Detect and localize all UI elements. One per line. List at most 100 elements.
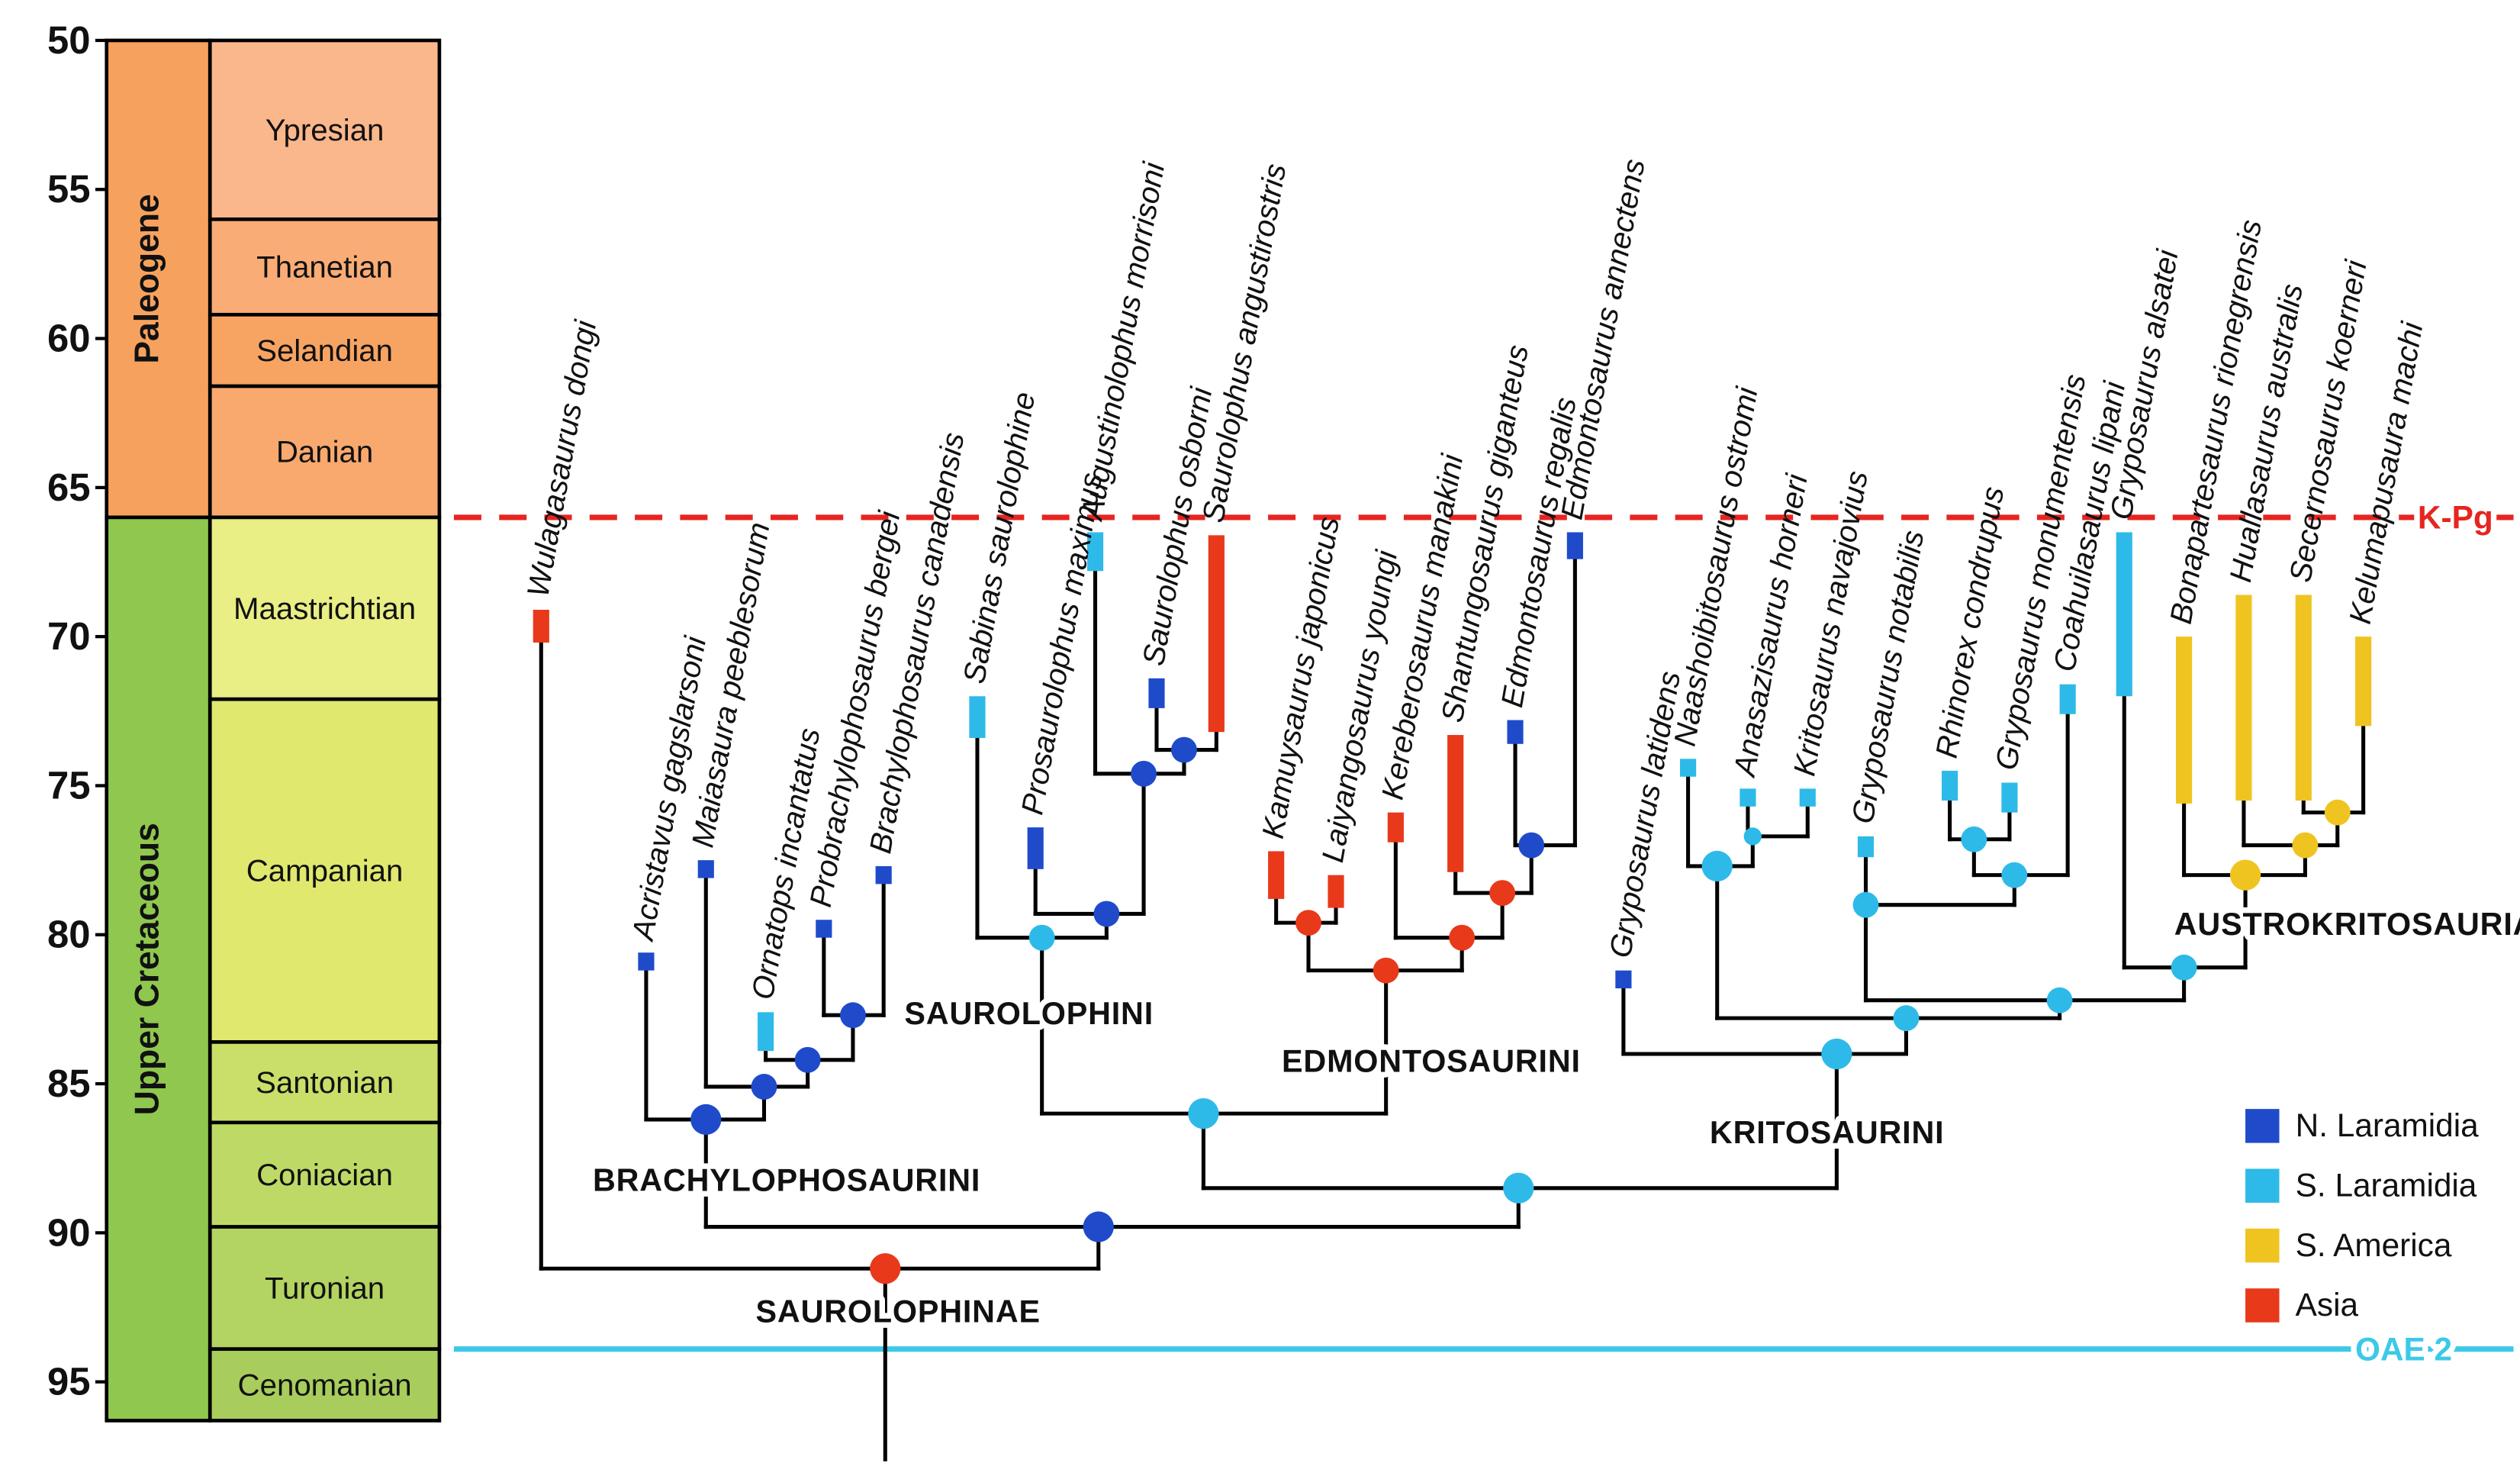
stage-label: Santonian	[256, 1065, 394, 1100]
stage-label: Selandian	[256, 334, 393, 368]
tree-node	[1701, 850, 1733, 882]
taxon-range-bar	[816, 920, 832, 938]
taxon-range-bar	[969, 696, 986, 738]
taxon-range-bar	[1566, 532, 1583, 559]
taxon-range-bar	[2235, 595, 2252, 801]
tree-node	[1489, 880, 1516, 907]
tree-nodes	[690, 736, 2351, 1284]
taxon-label: Edmontosaurus annectens	[1554, 156, 1651, 522]
tree-node	[1093, 901, 1120, 927]
stage-label: Ypresian	[266, 113, 385, 147]
clade-label: BRACHYLOPHOSAURINI	[593, 1163, 980, 1198]
tree-node	[1083, 1211, 1114, 1242]
stage-label: Campanian	[246, 854, 404, 888]
age-tick-label: 50	[47, 18, 91, 62]
stage-label: Maastrichtian	[233, 591, 416, 626]
legend-label: S. Laramidia	[2296, 1167, 2477, 1203]
taxon-label: Wulagasaurus dongi	[520, 317, 603, 600]
taxon-range-bar	[2176, 636, 2193, 804]
taxon-range-bar	[2001, 782, 2018, 813]
tree-node	[2324, 799, 2351, 826]
taxon-range-bar	[697, 860, 714, 878]
taxon-range-bar	[1680, 759, 1697, 777]
stage-box	[208, 1347, 442, 1423]
taxon-label: Augustinolophus morrisoni	[1074, 159, 1171, 524]
taxon-range-bar	[533, 610, 549, 643]
taxon-range-bar	[1942, 770, 1958, 801]
stage-label: Danian	[276, 435, 373, 469]
age-tick-label: 60	[47, 316, 91, 359]
taxon-range-bar	[1447, 735, 1464, 872]
tree-node	[1518, 832, 1545, 859]
clade-label: SAUROLOPHINI	[904, 996, 1154, 1031]
taxon-range-bar	[1268, 851, 1285, 899]
taxon-range-bar	[1615, 970, 1632, 989]
tree-branches	[539, 557, 2366, 1461]
taxon-range-bar	[2295, 595, 2312, 801]
taxon-label: Sabinas saurolophine	[957, 389, 1041, 686]
taxon-label: Kelumapusaura machi	[2343, 319, 2430, 627]
tree-node	[1131, 760, 1157, 787]
tree-node	[1961, 826, 1987, 852]
tree-node	[870, 1253, 901, 1284]
taxon-range-bar	[1328, 875, 1344, 908]
stage-box	[208, 1120, 442, 1229]
tree-node	[751, 1074, 777, 1100]
tree-node	[2171, 954, 2197, 981]
tree-node	[2229, 859, 2261, 891]
tree-node	[1503, 1172, 1534, 1204]
age-tick-label: 85	[47, 1062, 91, 1105]
taxon-range-bar	[758, 1012, 774, 1052]
taxon-range-bar	[1857, 836, 1875, 858]
clade-label: KRITOSAURINI	[1710, 1115, 1944, 1150]
period-label: Paleogene	[129, 194, 166, 363]
tree-node	[840, 1002, 866, 1029]
taxon-range-bar	[1148, 678, 1165, 708]
taxon-range-bar	[2059, 684, 2076, 714]
taxon-range-bar	[638, 952, 655, 971]
taxon-range-bar	[1387, 812, 1404, 843]
stage-label: Turonian	[265, 1271, 385, 1305]
clade-label: EDMONTOSAURINI	[1282, 1043, 1581, 1078]
legend-label: N. Laramidia	[2296, 1107, 2479, 1143]
stage-box	[208, 38, 442, 221]
period-label: Upper Cretaceous	[129, 823, 166, 1115]
age-tick-label: 70	[47, 614, 91, 658]
legend-swatch	[2245, 1228, 2280, 1263]
tree-node	[2001, 862, 2028, 888]
age-tick-label: 65	[47, 466, 91, 509]
age-tick-label: 55	[47, 167, 91, 211]
taxon-label: Gryposaurus notabilis	[1846, 528, 1931, 827]
age-tick-label: 75	[47, 763, 91, 807]
tree-node	[794, 1046, 821, 1073]
legend-label: Asia	[2296, 1287, 2359, 1323]
tree-node	[1295, 910, 1321, 936]
age-tick-label: 80	[47, 913, 91, 956]
period-box	[105, 515, 212, 1423]
taxon-range-bar	[2355, 636, 2372, 727]
taxon-range-bar	[1086, 532, 1104, 572]
tree-node	[1449, 924, 1476, 951]
tree-node	[1188, 1097, 1219, 1129]
taxon-range-bar	[875, 865, 892, 885]
stage-label: Cenomanian	[238, 1368, 412, 1402]
age-tick-label: 90	[47, 1210, 91, 1254]
event-label-oae2: OAE 2	[2355, 1332, 2452, 1368]
event-label-kpg: K-Pg	[2418, 500, 2493, 536]
legend-swatch	[2245, 1288, 2280, 1323]
tree-node	[1373, 957, 1399, 984]
taxon-range-bar	[1208, 535, 1225, 733]
tree-node	[1743, 827, 1762, 846]
taxon-range-bar	[1799, 788, 1816, 807]
stage-box	[208, 697, 442, 1044]
taxon-ranges	[533, 532, 2372, 1052]
stage-box	[208, 384, 442, 520]
clade-label: AUSTROKRITOSAURIA	[2174, 907, 2520, 942]
taxon-range-bar	[2116, 532, 2132, 697]
taxon-label: Saurolophus osborni	[1136, 384, 1219, 668]
